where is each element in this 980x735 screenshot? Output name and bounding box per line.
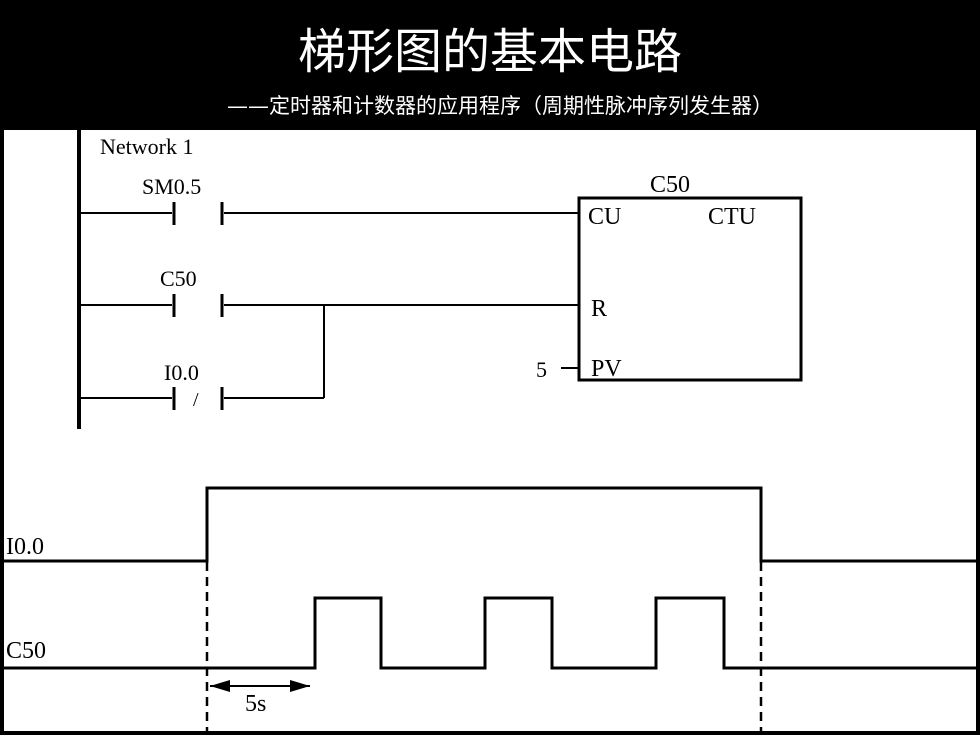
contact-sm05-label: SM0.5 [142,174,201,199]
counter-input-r: R [591,296,607,322]
signal-label-c50: C50 [6,638,46,664]
signal-label-i00: I0.0 [6,534,44,560]
period-arrow-left-head [210,680,230,692]
c50-waveform [4,596,976,670]
contact-c50-label: C50 [160,266,197,291]
period-label: 5s [245,691,266,717]
period-arrow-right-head [290,680,310,692]
i00-waveform [4,486,976,563]
diagram-canvas: Network 1 SM0.5 C50 I0.0 / C50 CTU CU R … [4,130,976,731]
slide-header: 梯形图的基本电路 ——定时器和计数器的应用程序（周期性脉冲序列发生器） [0,0,980,130]
counter-input-cu: CU [588,204,621,230]
counter-input-pv: PV [591,356,622,382]
ladder-timing-diagram: Network 1 SM0.5 C50 I0.0 / C50 CTU CU R … [4,130,976,731]
contact-i00-label: I0.0 [164,360,199,385]
counter-type-label: CTU [708,204,756,230]
counter-preset-value: 5 [536,357,547,382]
contact-i00-nc-slash: / [193,389,199,411]
counter-box [577,196,803,382]
slide-subtitle: ——定时器和计数器的应用程序（周期性脉冲序列发生器） [227,94,773,118]
network-label: Network 1 [100,134,193,159]
slide-title: 梯形图的基本电路 [297,24,682,80]
counter-name-label: C50 [650,172,690,198]
